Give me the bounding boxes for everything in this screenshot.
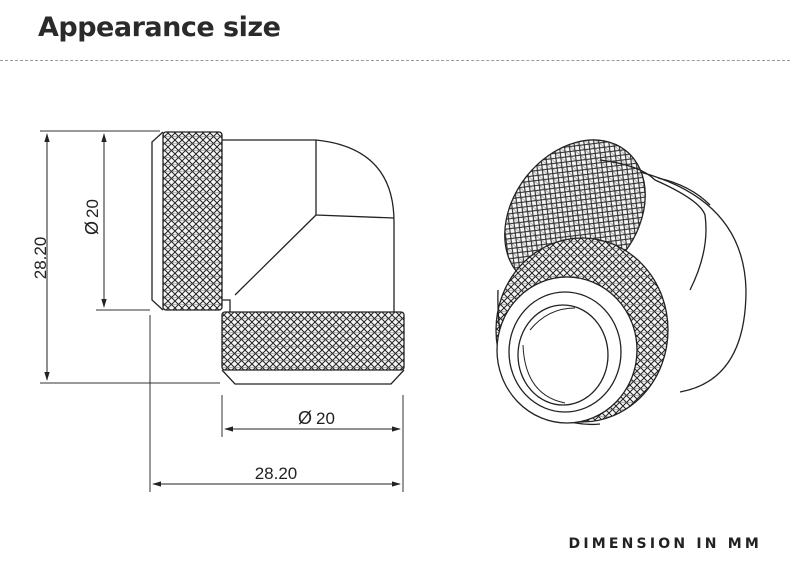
front-view (151, 131, 405, 385)
units-note: DIMENSION IN MM (568, 536, 762, 552)
vertical-diameter-value: 20 (83, 199, 102, 218)
diameter-symbol: Ø (298, 408, 312, 428)
horizontal-ring-chamfer (221, 369, 405, 385)
vertical-height-label: 28.20 (31, 237, 50, 280)
elbow-seam (315, 140, 395, 219)
diameter-symbol: Ø (82, 221, 102, 235)
elbow-diagonal (234, 214, 317, 296)
body-outer-curve (639, 171, 747, 393)
fitting-bore (517, 304, 609, 406)
header-divider (0, 60, 790, 61)
horizontal-width-label: 28.20 (255, 464, 298, 483)
horizontal-knurled-ring (221, 311, 405, 371)
page-title: Appearance size (38, 12, 281, 43)
elbow-outer-curve (222, 139, 395, 312)
isometric-view (495, 139, 747, 426)
vertical-knurled-ring (162, 131, 223, 311)
vertical-ring-chamfer (151, 131, 164, 311)
vertical-diameter-label: Ø 20 (82, 199, 102, 235)
elbow-inner-corner (222, 299, 231, 312)
horizontal-diameter-value: 20 (316, 409, 335, 428)
extension-lines (40, 130, 404, 492)
